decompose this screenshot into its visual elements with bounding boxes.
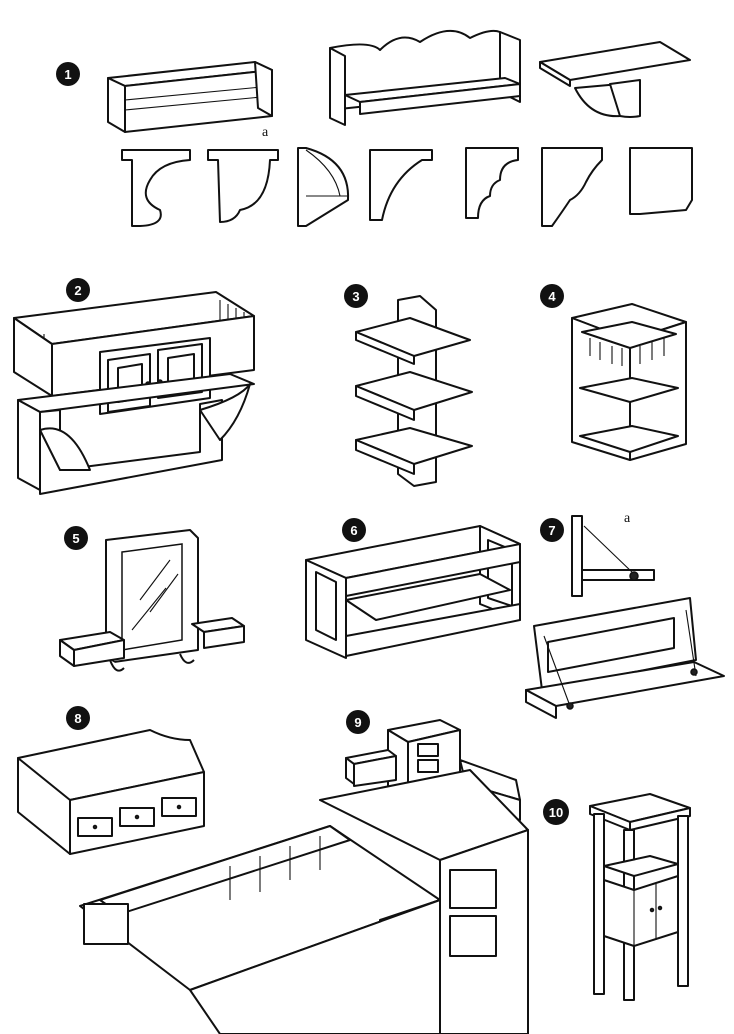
- bracket-7: [629, 147, 693, 215]
- badge-9-label: 9: [354, 715, 361, 730]
- badge-1-label: 1: [64, 67, 71, 82]
- item-9-desk-organizer: 9: [79, 710, 529, 1034]
- badge-8: 8: [66, 706, 90, 730]
- hinge-detail: a: [571, 511, 655, 597]
- badge-5: 5: [64, 526, 88, 550]
- badge-7: 7: [540, 518, 564, 542]
- badge-10: 10: [543, 799, 569, 825]
- badge-8-label: 8: [74, 711, 81, 726]
- badge-5-label: 5: [72, 531, 79, 546]
- item-4-corner-shelf: 4: [540, 284, 687, 461]
- badge-9: 9: [346, 710, 370, 734]
- item-1-wall-shelves: 1: [56, 29, 693, 227]
- badge-4: 4: [540, 284, 564, 308]
- bracket-4: [369, 149, 433, 221]
- bracket-1: [121, 149, 191, 227]
- item-2-hanging-cabinet: 2: [13, 278, 255, 495]
- item-10-plant-stand: 10: [543, 793, 691, 1001]
- item-8-drawer-shelf: 8: [17, 706, 205, 855]
- item-7-fold-down-shelf: 7 a: [525, 511, 725, 719]
- badge-2-label: 2: [74, 283, 81, 298]
- item-3-staggered-shelves: 3: [344, 284, 473, 487]
- badge-10-label: 10: [549, 805, 563, 820]
- item-6-open-shelf-box: 6: [305, 518, 521, 659]
- item-5-mirror-with-trays: 5: [59, 526, 245, 672]
- badge-2: 2: [66, 278, 90, 302]
- badge-4-label: 4: [548, 289, 556, 304]
- badge-6-label: 6: [350, 523, 357, 538]
- bracket-row: a: [121, 125, 693, 227]
- bracket-2: a: [207, 125, 279, 223]
- bracket-3: [297, 147, 350, 227]
- bracket-6: [541, 147, 603, 227]
- simple-wall-shelf: [107, 61, 273, 133]
- round-bracket-shelf: [539, 41, 691, 118]
- badge-1: 1: [56, 62, 80, 86]
- badge-3: 3: [344, 284, 368, 308]
- mirror-glass: [121, 543, 183, 651]
- badge-7-label: 7: [548, 523, 555, 538]
- badge-3-label: 3: [352, 289, 359, 304]
- bracket-a-label: a: [262, 125, 269, 140]
- scalloped-back-shelf: [329, 29, 521, 126]
- bracket-5: [465, 147, 519, 219]
- badge-6: 6: [342, 518, 366, 542]
- hinge-a-label: a: [624, 511, 631, 526]
